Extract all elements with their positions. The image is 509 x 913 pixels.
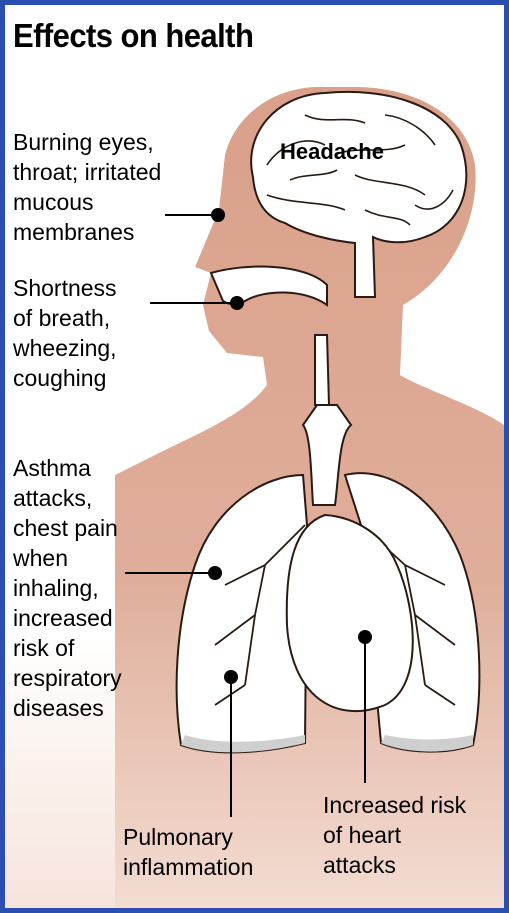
- label-headache: Headache: [280, 137, 384, 167]
- label-pulmonary: Pulmonary inflammation: [123, 822, 253, 882]
- label-breath: Shortness of breath, wheezing, coughing: [13, 273, 117, 393]
- label-eyes: Burning eyes, throat; irritated mucous m…: [13, 127, 161, 247]
- label-asthma: Asthma attacks, chest pain when inhaling…: [13, 453, 122, 723]
- diagram-frame: Effects on health Headache Burning eyes,…: [5, 5, 504, 908]
- page-title: Effects on health: [13, 17, 253, 55]
- label-heart: Increased risk of heart attacks: [323, 790, 466, 880]
